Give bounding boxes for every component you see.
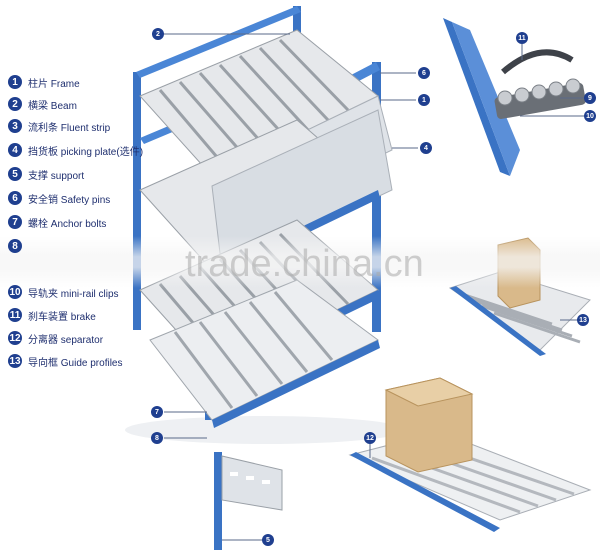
legend-item: 11 刹车装置 brake xyxy=(8,307,96,323)
legend-number-badge: 6 xyxy=(8,191,22,205)
callout-badge: 12 xyxy=(364,432,376,444)
legend-label: 螺栓 Anchor bolts xyxy=(28,218,107,230)
legend-number-badge: 4 xyxy=(8,143,22,157)
callout-badge: 7 xyxy=(151,406,163,418)
legend-number-badge: 10 xyxy=(8,285,22,299)
legend-label: 横梁 Beam xyxy=(28,100,77,112)
callout-badge: 9 xyxy=(584,92,596,104)
legend-number-badge: 8 xyxy=(8,239,22,253)
callout-badge: 11 xyxy=(516,32,528,44)
legend-number-badge: 1 xyxy=(8,75,22,89)
legend-label: 柱片 Frame xyxy=(28,78,80,90)
legend-item: 5 支撑 support xyxy=(8,166,84,182)
legend-label: 流利条 Fluent strip xyxy=(28,122,111,134)
legend-item: 2 横梁 Beam xyxy=(8,96,77,112)
legend-label: 刹车装置 brake xyxy=(28,311,96,323)
legend-number-badge: 11 xyxy=(8,308,22,322)
callout-badge: 8 xyxy=(151,432,163,444)
legend-label: 导向框 Guide profiles xyxy=(28,357,123,369)
legend-label: 支撑 support xyxy=(28,170,85,182)
legend-item: 1 柱片 Frame xyxy=(8,74,80,90)
callout-badge: 10 xyxy=(584,110,596,122)
watermark-text: trade.china.cn xyxy=(185,243,424,285)
legend-number-badge: 7 xyxy=(8,215,22,229)
legend-label: 分离器 separator xyxy=(28,334,104,346)
callout-badge: 6 xyxy=(418,67,430,79)
legend-label: 挡货板 picking plate(选件) xyxy=(28,146,144,158)
legend-item: 8 xyxy=(8,238,28,254)
legend-number-badge: 13 xyxy=(8,354,22,368)
legend-item: 10 导轨夹 mini-rail clips xyxy=(8,284,119,300)
legend-item: 12 分离器 separator xyxy=(8,330,103,346)
legend-label: 导轨夹 mini-rail clips xyxy=(28,288,119,300)
callout-badge: 1 xyxy=(418,94,430,106)
legend-item: 3 流利条 Fluent strip xyxy=(8,118,110,134)
watermark-band xyxy=(0,236,600,288)
callout-badge: 4 xyxy=(420,142,432,154)
legend-number-badge: 3 xyxy=(8,119,22,133)
legend-item: 13 导向框 Guide profiles xyxy=(8,353,122,369)
legend-label: 安全销 Safety pins xyxy=(28,194,111,206)
callout-badge: 2 xyxy=(152,28,164,40)
legend-item: 4 挡货板 picking plate(选件) xyxy=(8,142,143,158)
legend-number-badge: 2 xyxy=(8,97,22,111)
callout-badge: 13 xyxy=(577,314,589,326)
legend-number-badge: 5 xyxy=(8,167,22,181)
legend-item: 6 安全销 Safety pins xyxy=(8,190,110,206)
legend-number-badge: 12 xyxy=(8,331,22,345)
callout-badge: 5 xyxy=(262,534,274,546)
legend-item: 7 螺栓 Anchor bolts xyxy=(8,214,106,230)
